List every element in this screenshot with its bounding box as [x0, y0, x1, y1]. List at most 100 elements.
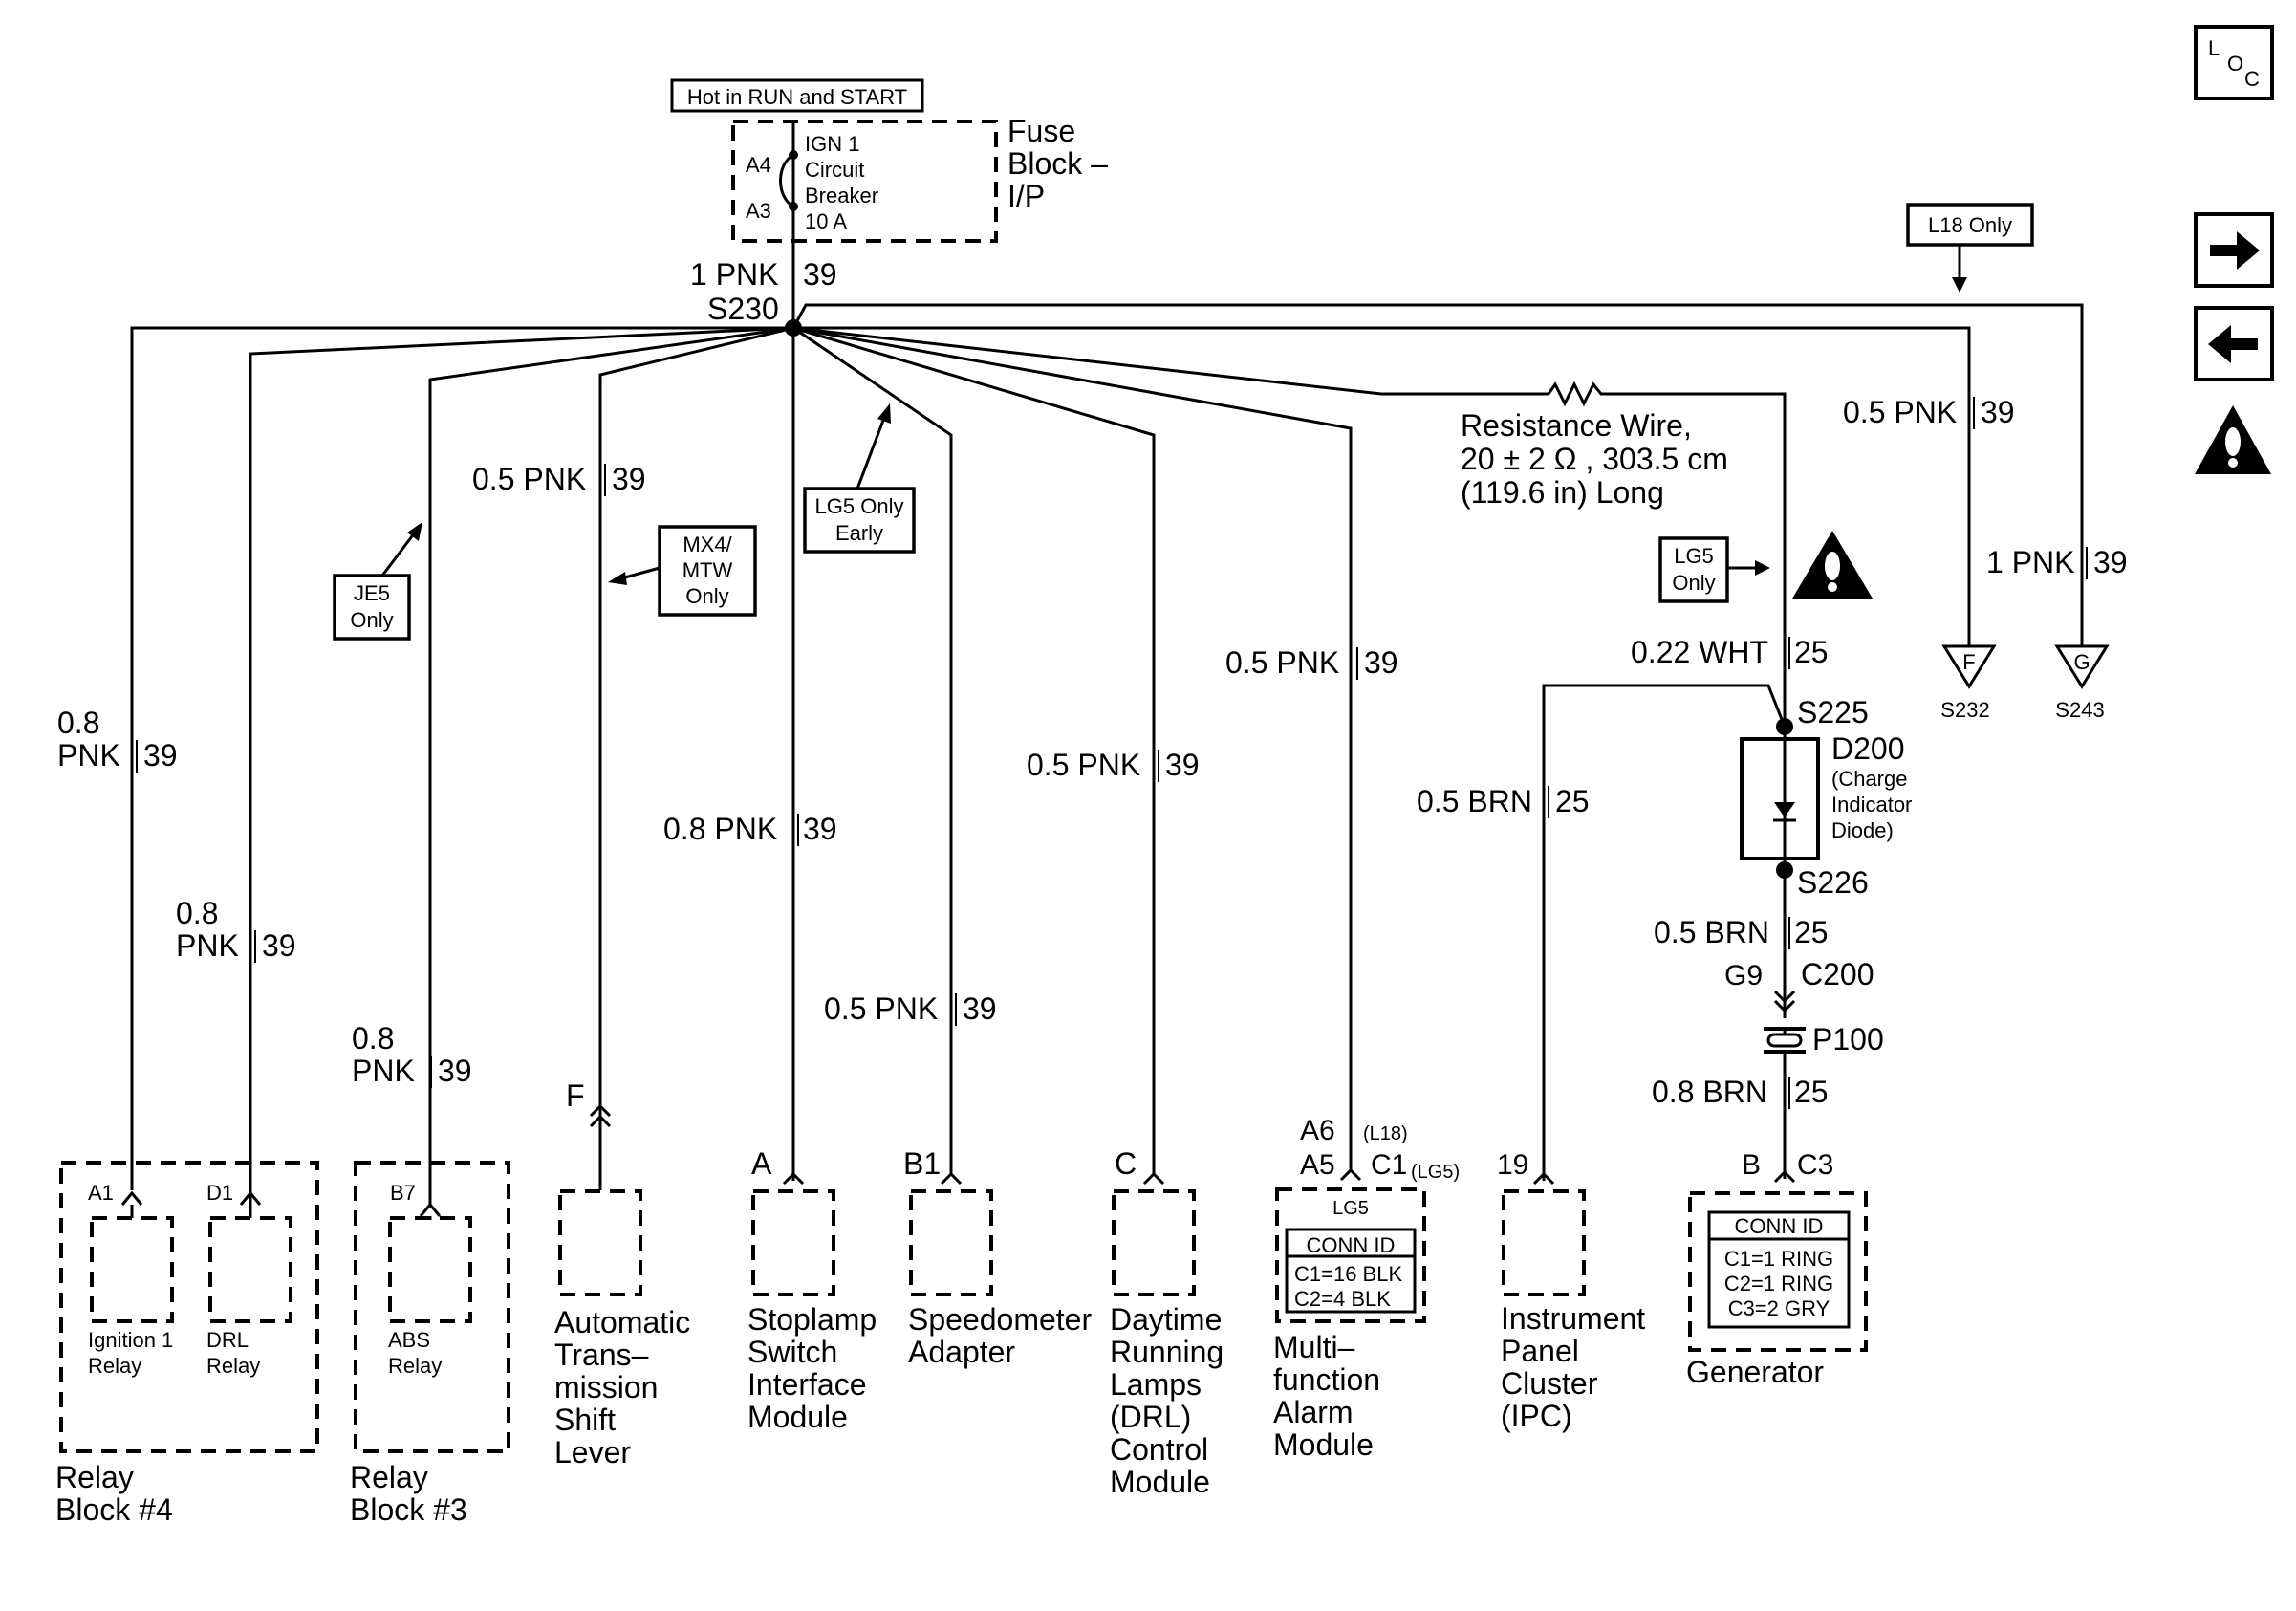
main-wire-size: 1 PNK: [690, 257, 778, 292]
svg-text:0.8: 0.8: [57, 706, 99, 740]
svg-text:39: 39: [612, 462, 646, 496]
svg-text:G: G: [2073, 650, 2090, 674]
svg-text:Relay: Relay: [206, 1354, 260, 1378]
svg-text:LG5 Only: LG5 Only: [815, 494, 904, 518]
svg-text:Shift: Shift: [554, 1403, 616, 1437]
svg-text:JE5: JE5: [354, 581, 390, 605]
svg-text:0.8 BRN: 0.8 BRN: [1652, 1075, 1767, 1109]
svg-text:ABS: ABS: [388, 1328, 430, 1352]
svg-text:39: 39: [1364, 645, 1398, 680]
splice-s226-label: S226: [1797, 865, 1869, 900]
svg-text:Relay: Relay: [350, 1460, 428, 1494]
svg-text:Resistance Wire,: Resistance Wire,: [1461, 408, 1692, 443]
svg-text:Stoplamp: Stoplamp: [747, 1302, 877, 1337]
main-wire-circuit: 39: [803, 257, 837, 292]
svg-text:D1: D1: [206, 1181, 233, 1205]
svg-text:Only: Only: [685, 584, 728, 608]
splice-s226-dot: [1776, 861, 1793, 879]
relay-block-4: Ignition 1 Relay DRL Relay Relay Block #…: [55, 1161, 319, 1527]
svg-text:Interface: Interface: [747, 1367, 867, 1402]
pin-a4-label: A4: [746, 153, 771, 177]
je5-only-note: [333, 574, 411, 641]
svg-text:C1: C1: [1371, 1149, 1407, 1181]
svg-text:Module: Module: [1110, 1465, 1210, 1499]
svg-text:(IPC): (IPC): [1501, 1399, 1572, 1433]
l18-only-note: [1906, 203, 2034, 247]
svg-text:39: 39: [2093, 545, 2128, 579]
svg-text:Only: Only: [1672, 571, 1715, 595]
svg-text:1 PNK: 1 PNK: [1986, 545, 2074, 579]
svg-text:DRL: DRL: [206, 1328, 249, 1352]
splice-s230-dot: [785, 319, 802, 337]
label-separators: [254, 397, 2088, 1109]
svg-text:10 A: 10 A: [805, 209, 847, 233]
splice-s225-dot: [1776, 718, 1793, 735]
svg-text:S243: S243: [2055, 698, 2104, 722]
svg-text:Trans–: Trans–: [554, 1338, 649, 1372]
l18-only-label: L18 Only: [1928, 213, 2012, 237]
svg-text:Alarm: Alarm: [1273, 1395, 1354, 1429]
automatic-transmission-shift-lever: Automatic Trans– mission Shift Lever: [554, 1189, 690, 1469]
caution-icon[interactable]: [2195, 405, 2271, 474]
svg-text:(119.6 in) Long: (119.6 in) Long: [1461, 475, 1664, 510]
svg-text:Block –: Block –: [1007, 146, 1108, 181]
speedometer-adapter: Speedometer Adapter: [908, 1189, 1092, 1369]
splice-s230-label: S230: [707, 292, 779, 326]
connector-g9-label: G9: [1724, 960, 1763, 991]
svg-text:Lever: Lever: [554, 1435, 631, 1469]
circuit-breaker-symbol: [779, 153, 794, 208]
generator: CONN ID C1=1 RING C2=1 RING C3=2 GRY Gen…: [1686, 1191, 1868, 1389]
svg-text:C: C: [2244, 67, 2260, 91]
svg-text:Relay: Relay: [88, 1354, 141, 1378]
svg-text:C: C: [1115, 1146, 1137, 1181]
svg-text:39: 39: [1981, 395, 2015, 429]
svg-text:0.5 PNK: 0.5 PNK: [472, 462, 586, 496]
svg-text:A: A: [751, 1146, 772, 1181]
diode-symbol: [1773, 802, 1796, 822]
svg-text:B1: B1: [903, 1146, 941, 1181]
svg-text:0.8 PNK: 0.8 PNK: [663, 812, 777, 846]
svg-text:IGN 1: IGN 1: [805, 132, 859, 156]
svg-text:39: 39: [1165, 748, 1200, 782]
pin-a3-label: A3: [746, 199, 771, 223]
connector-c200-label: C200: [1801, 957, 1874, 991]
svg-text:39: 39: [143, 738, 178, 773]
svg-text:Automatic: Automatic: [554, 1305, 690, 1339]
svg-text:Cluster: Cluster: [1501, 1366, 1598, 1401]
fuse-block-ip: [731, 120, 998, 243]
svg-text:B7: B7: [390, 1181, 416, 1205]
resistance-wire-label: Resistance Wire, 20 ± 2 Ω , 303.5 cm (11…: [1461, 408, 1728, 510]
svg-text:CONN ID: CONN ID: [1735, 1214, 1824, 1238]
svg-text:0.5 PNK: 0.5 PNK: [1027, 748, 1140, 782]
lg5-only-note: [1658, 536, 1729, 603]
next-page-arrow-icon[interactable]: [2194, 212, 2274, 288]
svg-text:19: 19: [1497, 1149, 1528, 1181]
svg-text:function: function: [1273, 1362, 1380, 1397]
svg-text:Relay: Relay: [388, 1354, 442, 1378]
svg-text:Diode): Diode): [1831, 818, 1894, 842]
svg-text:0.8: 0.8: [176, 896, 218, 930]
svg-text:Relay: Relay: [55, 1460, 134, 1494]
splice-ref-g: G S243: [2054, 644, 2110, 722]
svg-text:Lamps: Lamps: [1110, 1367, 1202, 1402]
svg-text:Adapter: Adapter: [908, 1335, 1015, 1369]
svg-text:Breaker: Breaker: [805, 184, 878, 207]
hot-in-run-start-label: Hot in RUN and START: [687, 85, 907, 109]
svg-text:Block #4: Block #4: [55, 1492, 173, 1527]
svg-text:Ignition 1: Ignition 1: [88, 1328, 173, 1352]
mx4-mtw-only-note: [658, 525, 757, 617]
svg-text:PNK: PNK: [352, 1054, 415, 1088]
svg-text:Module: Module: [747, 1400, 848, 1434]
svg-text:39: 39: [438, 1054, 472, 1088]
previous-page-arrow-icon[interactable]: [2194, 306, 2274, 381]
diode-d200-id: D200: [1831, 731, 1905, 766]
svg-text:Indicator: Indicator: [1831, 793, 1912, 816]
svg-text:I/P: I/P: [1007, 179, 1045, 213]
svg-text:Control: Control: [1110, 1432, 1208, 1467]
stoplamp-switch-interface-module: Stoplamp Switch Interface Module: [747, 1189, 877, 1434]
location-icon[interactable]: L O C: [2194, 25, 2274, 100]
svg-text:25: 25: [1794, 915, 1829, 949]
svg-text:(LG5): (LG5): [1411, 1162, 1460, 1183]
svg-text:0.5 PNK: 0.5 PNK: [1843, 395, 1957, 429]
